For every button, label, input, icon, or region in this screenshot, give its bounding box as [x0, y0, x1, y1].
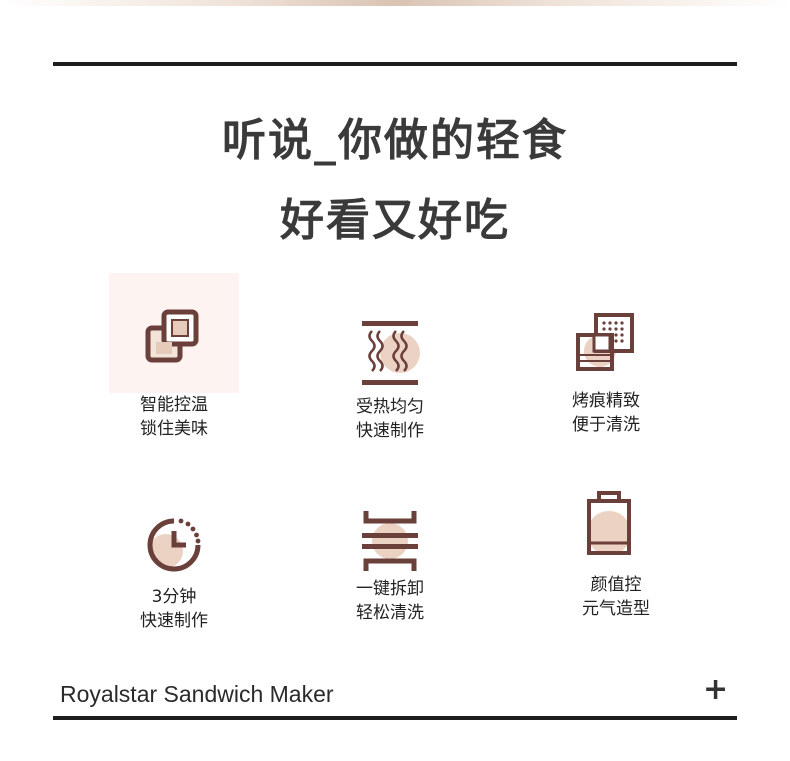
detachable-plate-icon [362, 511, 418, 571]
grill-mark-icon [576, 313, 634, 371]
feature-icon-tile [109, 273, 239, 393]
feature-label-1: 烤痕精致 [572, 391, 640, 411]
feature-icon-tile [551, 465, 681, 573]
timer-icon [147, 518, 201, 572]
product-title: Royalstar Sandwich Maker [60, 681, 334, 707]
feature-design: 颜值控 元气造型 [536, 465, 696, 621]
feature-label-1: 智能控温 [140, 395, 208, 415]
feature-timer: 3分钟 快速制作 [94, 485, 254, 633]
bag-icon [587, 491, 631, 555]
feature-label-1: 受热均匀 [356, 397, 424, 417]
feature-icon-tile [325, 291, 455, 395]
feature-label-2: 便于清洗 [572, 415, 640, 435]
expand-button[interactable]: + [703, 672, 729, 707]
feature-label-2: 快速制作 [356, 421, 424, 441]
feature-icon-tile [109, 485, 239, 585]
feature-label-1: 3分钟 [151, 587, 197, 607]
feature-label-2: 轻松清洗 [356, 603, 424, 623]
feature-label-2: 快速制作 [140, 611, 208, 631]
feature-label-2: 锁住美味 [140, 419, 208, 439]
feature-temperature-control: 智能控温 锁住美味 [94, 273, 254, 441]
temperature-control-icon [145, 309, 199, 363]
feature-grill-marks: 烤痕精致 便于清洗 [526, 289, 686, 437]
feature-label-1: 一键拆卸 [356, 579, 424, 599]
headline-line-2: 好看又好吃 [280, 195, 510, 246]
top-banner-edge [0, 0, 790, 6]
feature-label-2: 元气造型 [582, 599, 650, 619]
bottom-divider [53, 716, 737, 720]
feature-icon-tile [541, 289, 671, 389]
feature-even-heating: 受热均匀 快速制作 [310, 291, 470, 443]
top-divider [53, 62, 737, 66]
even-heating-icon [362, 321, 420, 385]
feature-label-1: 颜值控 [590, 575, 642, 595]
headline-line-1: 听说_你做的轻食 [222, 115, 568, 166]
feature-icon-tile [325, 481, 455, 577]
feature-detachable: 一键拆卸 轻松清洗 [310, 481, 470, 625]
